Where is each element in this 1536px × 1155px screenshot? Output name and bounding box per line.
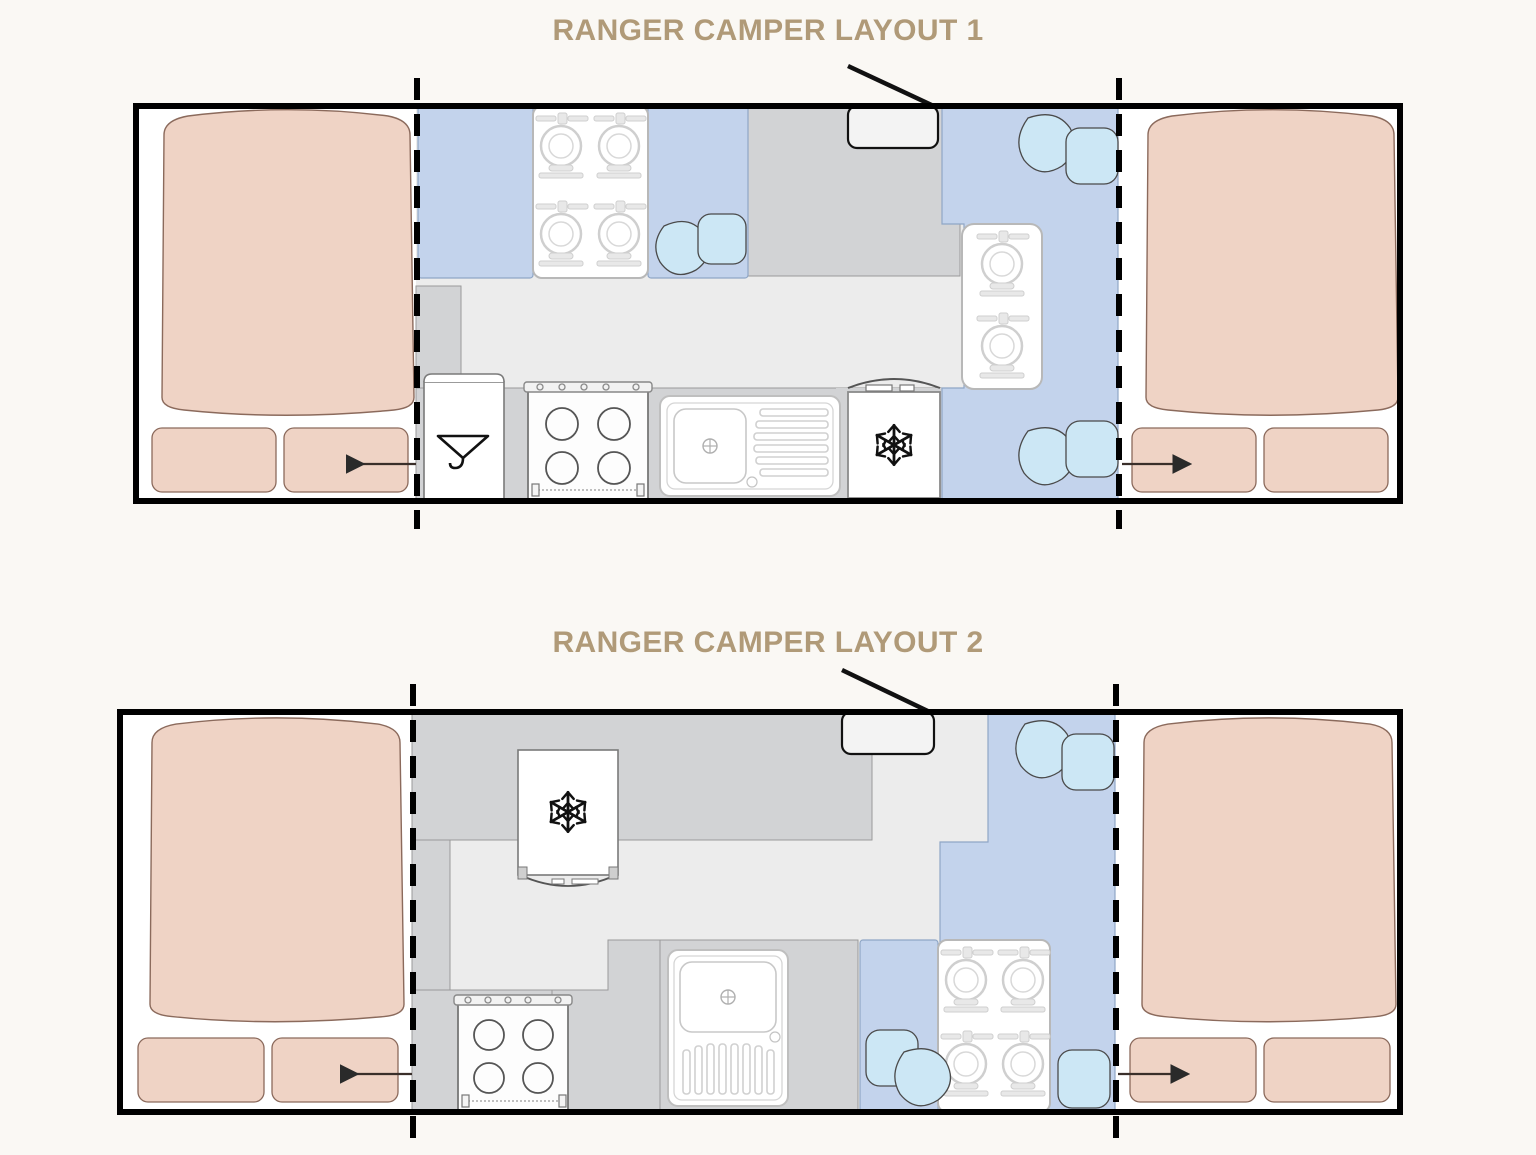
cushion — [1015, 720, 1073, 779]
door-swing-line — [841, 667, 935, 717]
stove — [523, 381, 653, 500]
stove-burners — [545, 407, 631, 485]
cushion — [1065, 420, 1119, 478]
bed-rear — [1141, 717, 1397, 1023]
sink — [659, 395, 841, 497]
bed-rear — [1145, 108, 1399, 416]
sink-drainboard — [753, 408, 829, 477]
pillow-front-right — [271, 1037, 399, 1103]
cushion-pair-top — [1015, 720, 1115, 791]
fridge-door-swing — [847, 378, 941, 389]
cushion — [1061, 733, 1115, 791]
stove-knobs — [536, 383, 640, 391]
door-swing-line — [847, 63, 939, 111]
floor-plan-layout-2 — [117, 667, 1403, 1140]
clothes-hanger-icon — [436, 434, 490, 470]
pillow-rear-right — [1263, 427, 1389, 493]
stove-knobs — [464, 996, 562, 1004]
outer-wall — [133, 103, 1403, 504]
outer-wall — [117, 709, 1403, 1115]
cushion — [1065, 127, 1119, 185]
floor-plan-layout-1 — [133, 63, 1403, 529]
refrigerator — [517, 749, 619, 887]
cushion — [1018, 427, 1076, 486]
cushion-bottom-right — [1057, 1049, 1111, 1109]
refrigerator — [847, 378, 941, 499]
bed-front — [161, 108, 415, 416]
pillow-rear-left — [1129, 1037, 1257, 1103]
cushion-dinette — [655, 213, 747, 276]
cushion — [655, 220, 710, 276]
pillow-front-right — [283, 427, 409, 493]
pillow-rear-right — [1263, 1037, 1391, 1103]
cushion-pair-top — [1018, 114, 1119, 185]
sink — [667, 949, 789, 1107]
stove-burners — [473, 1019, 554, 1094]
cushion-dinette — [865, 1029, 952, 1107]
plan-title-layout-2: RANGER CAMPER LAYOUT 2 — [552, 626, 984, 659]
pillow-front-left — [137, 1037, 265, 1103]
sink-drainboard — [682, 1043, 775, 1095]
fridge-door-swing — [519, 874, 617, 887]
cushion — [1018, 114, 1076, 173]
cushion — [894, 1048, 952, 1107]
pillow-front-left — [151, 427, 277, 493]
plan-title-layout-1: RANGER CAMPER LAYOUT 1 — [552, 14, 984, 47]
wardrobe — [423, 373, 505, 502]
stove — [453, 994, 573, 1111]
cushion-pair-bottom — [1018, 420, 1119, 486]
counter-top-run — [411, 711, 873, 841]
bed-front — [149, 717, 405, 1023]
cushion — [697, 213, 747, 265]
bench-seat-top-left — [417, 105, 534, 279]
pillow-rear-left — [1131, 427, 1257, 493]
